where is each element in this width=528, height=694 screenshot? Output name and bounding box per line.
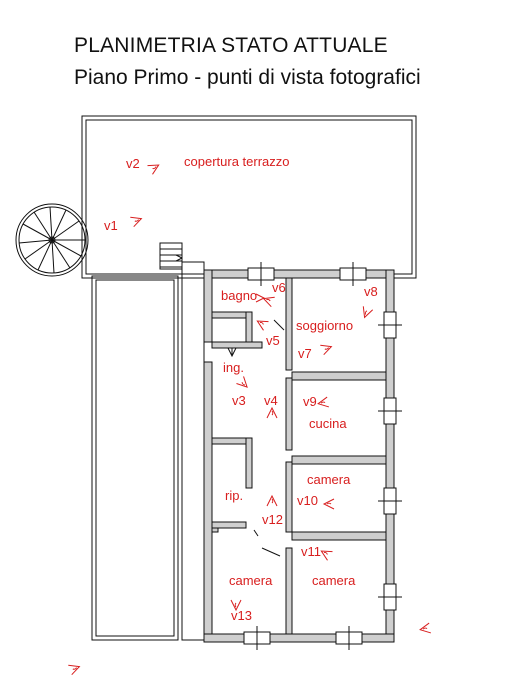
stair-block xyxy=(159,242,183,270)
room-label-camera-2: camera xyxy=(229,573,273,588)
camera-marker-extra3-icon xyxy=(255,293,266,303)
plan-title: PLANIMETRIA STATO ATTUALE xyxy=(74,34,388,57)
viewpoint-label-v7: v7 xyxy=(298,346,312,361)
viewpoint-label-v1: v1 xyxy=(104,218,118,233)
viewpoint-label-v9: v9 xyxy=(303,394,317,409)
viewpoint-label-v5: v5 xyxy=(266,333,280,348)
room-label-soggiorno: soggiorno xyxy=(296,318,353,333)
camera-marker-v5-icon xyxy=(256,320,269,331)
camera-marker-v13-icon xyxy=(230,599,242,612)
viewpoint-label-v11: v11 xyxy=(301,544,321,559)
camera-marker-v7-icon xyxy=(320,344,333,356)
terrace-inner-line xyxy=(85,119,413,275)
camera-marker-v3-icon xyxy=(236,376,248,388)
room-label-ripostiglio: rip. xyxy=(225,488,243,503)
camera-marker-v1-icon xyxy=(130,216,143,228)
windows xyxy=(243,262,402,650)
apartment-walls xyxy=(203,269,395,643)
viewpoint-label-v13: v13 xyxy=(231,608,252,623)
camera-marker-v8-icon xyxy=(362,306,374,319)
room-label-camera-3: camera xyxy=(312,573,356,588)
viewpoint-label-v6: v6 xyxy=(272,280,286,295)
camera-marker-v6-icon xyxy=(262,296,275,308)
viewpoint-label-v4: v4 xyxy=(264,393,278,408)
camera-marker-extra2-icon xyxy=(68,664,81,676)
camera-marker-v10-icon xyxy=(322,498,335,510)
viewpoint-label-v10: v10 xyxy=(297,493,318,508)
camera-marker-extra-icon xyxy=(419,622,432,634)
spiral-staircase xyxy=(15,203,89,277)
viewpoint-markers xyxy=(68,164,432,676)
camera-marker-v11-icon xyxy=(320,550,333,561)
plan-subtitle: Piano Primo - punti di vista fotografici xyxy=(74,66,421,89)
camera-marker-v2-icon xyxy=(147,164,160,175)
room-label-terrazzo: copertura terrazzo xyxy=(184,154,290,169)
terrace-outline xyxy=(81,115,417,279)
room-label-camera-1: camera xyxy=(307,472,351,487)
room-label-bagno: bagno xyxy=(221,288,257,303)
left-volume xyxy=(91,275,179,641)
left-volume-inner xyxy=(95,279,175,637)
room-label-ingresso: ing. xyxy=(223,360,244,375)
viewpoint-label-v2: v2 xyxy=(126,156,140,171)
viewpoint-label-v8: v8 xyxy=(364,284,378,299)
camera-marker-v4-icon xyxy=(266,406,278,419)
room-label-cucina: cucina xyxy=(309,416,347,431)
door-swings xyxy=(226,319,285,557)
camera-marker-v9-icon xyxy=(317,396,330,408)
viewpoint-label-v12: v12 xyxy=(262,512,283,527)
viewpoint-label-v3: v3 xyxy=(232,393,246,408)
camera-marker-v12-icon xyxy=(266,494,278,507)
